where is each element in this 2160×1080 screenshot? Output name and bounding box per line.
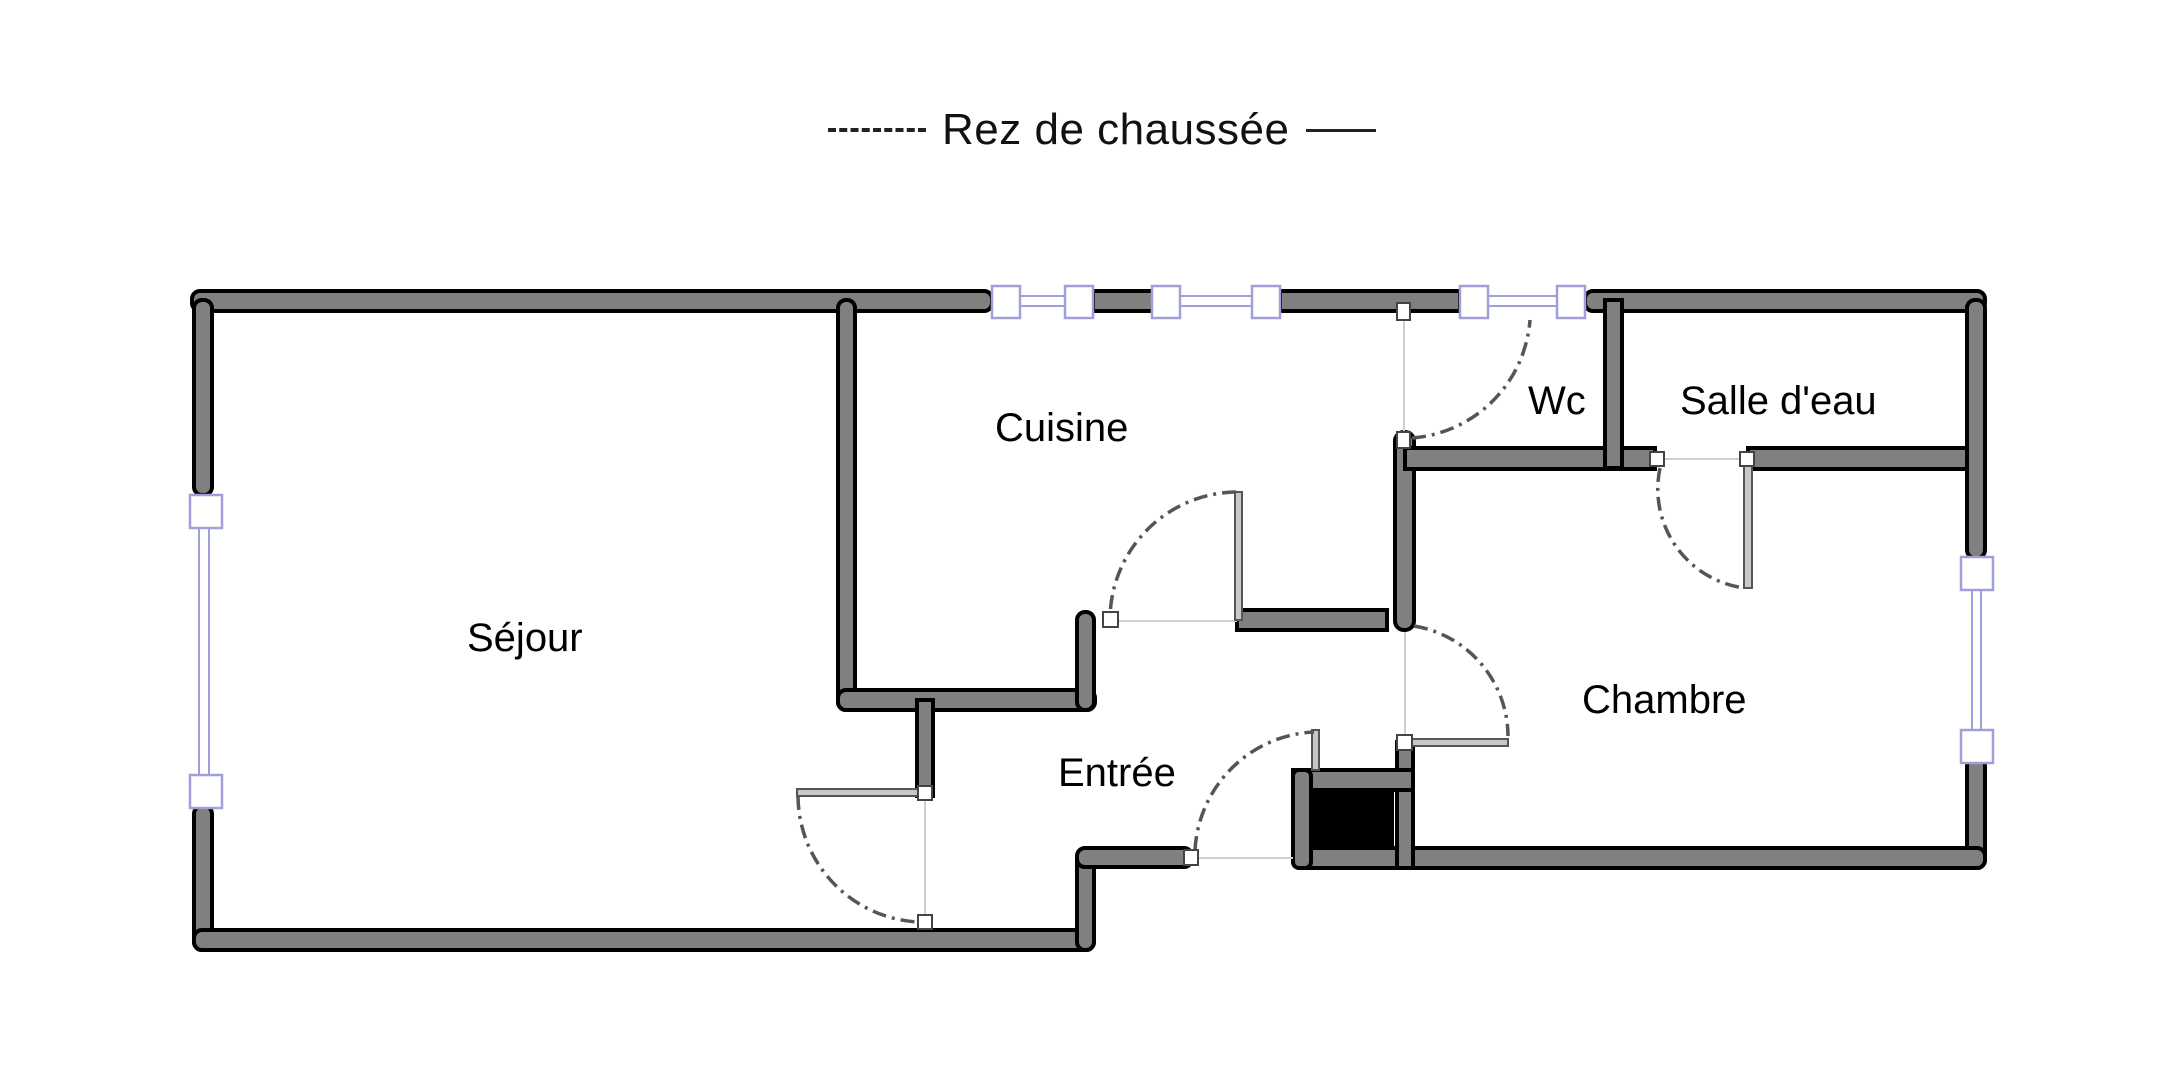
wall-top-mid-2 <box>1278 289 1462 313</box>
window-right-chambre <box>1959 555 1995 765</box>
wall-cuisine-right-horizontal <box>1235 608 1389 632</box>
wall-top-sejour <box>190 289 994 313</box>
wall-cuisine-bottom <box>836 688 1097 712</box>
wall-cuisine-left <box>836 298 857 712</box>
wall-right-upper <box>1965 298 1987 560</box>
wall-bottom-sejour <box>192 928 1096 952</box>
door-wc <box>1396 302 1532 449</box>
room-label-cuisine: Cuisine <box>995 406 1129 450</box>
duct-block <box>1291 768 1415 870</box>
solid-line-legend-icon <box>1305 128 1376 132</box>
room-label-chambre: Chambre <box>1582 678 1747 722</box>
wall-entrance-stub <box>1075 846 1194 869</box>
window-top-wc <box>1458 284 1587 320</box>
window-top-cuisine-2 <box>1150 284 1282 320</box>
wall-sejour-door-jamb <box>915 698 935 798</box>
door-salle-deau <box>1649 451 1755 590</box>
room-label-sejour: Séjour <box>467 616 583 660</box>
door-entree <box>1183 729 1320 866</box>
plan-title-text: Rez de chaussée <box>942 105 1290 154</box>
room-label-salle-deau: Salle d'eau <box>1680 379 1877 423</box>
window-top-cuisine-1 <box>990 284 1095 320</box>
door-sejour <box>796 785 933 930</box>
wall-wc-partition <box>1603 298 1624 470</box>
duct-shaft <box>1312 791 1394 849</box>
wall-top-right <box>1583 289 1987 313</box>
wall-salle-deau-bottom <box>1746 446 1987 471</box>
dashed-line-legend-icon <box>828 128 926 132</box>
wall-left-upper <box>192 298 214 497</box>
plan-title: Rez de chaussée <box>828 104 1376 156</box>
wall-cuisine-step <box>1075 610 1096 712</box>
room-label-entree: Entrée <box>1058 751 1176 795</box>
room-label-wc: Wc <box>1528 379 1586 423</box>
window-left-sejour <box>188 493 224 810</box>
wall-chambre-jamb <box>1395 740 1415 870</box>
walls <box>190 289 1987 952</box>
door-cuisine <box>1102 490 1243 628</box>
door-chambre <box>1396 624 1510 751</box>
wall-top-mid-1 <box>1091 289 1155 313</box>
